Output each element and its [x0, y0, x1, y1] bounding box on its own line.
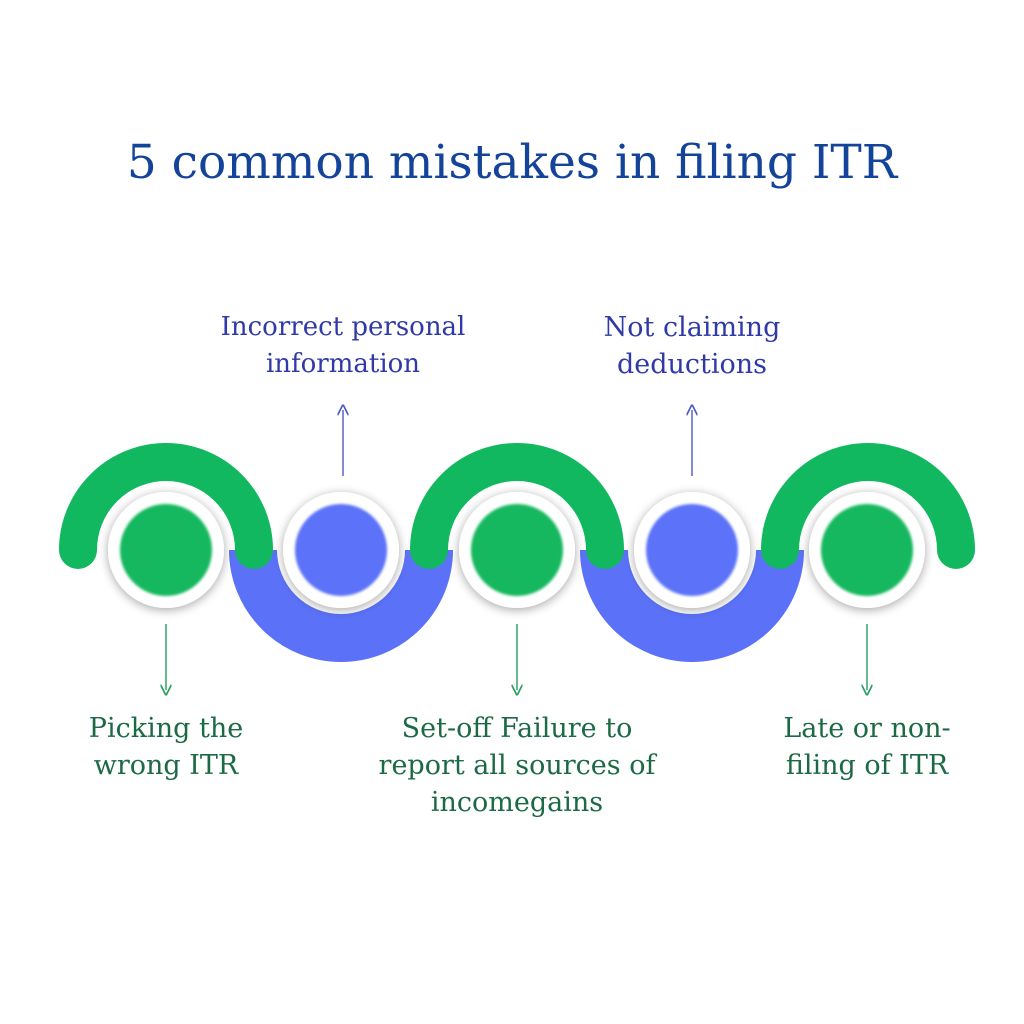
node-5 — [809, 492, 925, 608]
page-title: 5 common mistakes in filing ITR — [126, 135, 898, 190]
node-4 — [634, 492, 750, 608]
green-wave-segments — [59, 443, 975, 569]
step-5-label: Late or non- filing of ITR — [783, 713, 951, 781]
green-arc-1 — [59, 443, 273, 569]
green-arc-3 — [761, 443, 975, 569]
blue-wave-segments — [229, 549, 804, 662]
step-1-label: Picking the wrong ITR — [88, 713, 244, 781]
blue-arc-1 — [229, 549, 453, 662]
node-2 — [283, 492, 399, 608]
node-1 — [108, 492, 224, 608]
blue-arc-2 — [580, 549, 804, 662]
step-3-label: Set-off Failure to report all sources of… — [378, 713, 656, 818]
green-arc-2 — [410, 443, 624, 569]
step-4-label: Not claiming deductions — [603, 312, 781, 380]
node-3 — [459, 492, 575, 608]
step-2-label: Incorrect personal information — [220, 312, 466, 379]
